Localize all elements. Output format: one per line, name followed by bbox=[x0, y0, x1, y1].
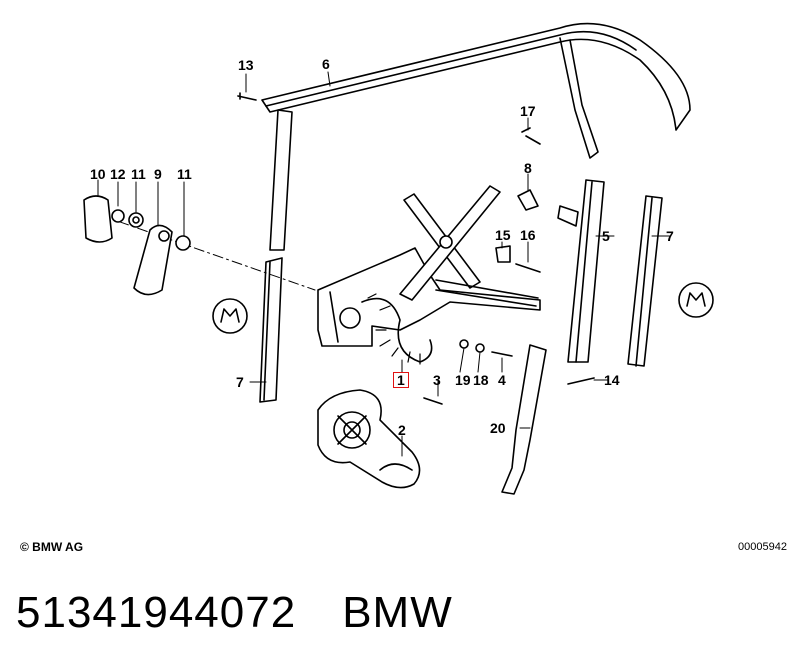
label-2: 2 bbox=[398, 422, 406, 438]
label-17: 17 bbox=[520, 103, 536, 119]
label-6: 6 bbox=[322, 56, 330, 72]
label-8: 8 bbox=[524, 160, 532, 176]
guide-rail-right-5 bbox=[557, 179, 605, 363]
label-14: 14 bbox=[604, 372, 620, 388]
fasteners bbox=[237, 92, 595, 405]
label-20: 20 bbox=[490, 420, 506, 436]
label-7-left: 7 bbox=[236, 374, 244, 390]
window-regulator bbox=[317, 185, 541, 365]
crank-assembly bbox=[83, 195, 191, 296]
label-5: 5 bbox=[602, 228, 610, 244]
parts-diagram bbox=[83, 22, 714, 495]
label-7-right: 7 bbox=[666, 228, 674, 244]
leader-lines bbox=[97, 71, 671, 457]
label-16: 16 bbox=[520, 227, 536, 243]
diagram-id: 00005942 bbox=[738, 541, 787, 553]
label-13: 13 bbox=[238, 57, 254, 73]
bracket bbox=[501, 344, 547, 495]
guide-rail-left bbox=[259, 257, 283, 403]
service-symbol-left-icon bbox=[212, 298, 248, 334]
service-symbol-right-icon bbox=[678, 282, 714, 318]
label-1-highlighted: 1 bbox=[393, 372, 409, 388]
label-11-right: 11 bbox=[177, 166, 192, 182]
copyright-notice: © BMW AG bbox=[20, 540, 84, 554]
alignment-line bbox=[99, 214, 316, 291]
label-11-left: 11 bbox=[131, 166, 146, 182]
label-19: 19 bbox=[455, 372, 471, 388]
label-4: 4 bbox=[498, 372, 506, 388]
label-3: 3 bbox=[433, 372, 441, 388]
label-18: 18 bbox=[473, 372, 489, 388]
label-15: 15 bbox=[495, 227, 511, 243]
label-9: 9 bbox=[154, 166, 162, 182]
part-number-line: 51341944072 BMW bbox=[16, 587, 453, 639]
window-frame-channel bbox=[261, 22, 691, 251]
label-10: 10 bbox=[90, 166, 106, 182]
part-number: 51341944072 bbox=[16, 588, 297, 637]
window-motor bbox=[317, 389, 421, 489]
brand-name: BMW bbox=[342, 588, 453, 637]
guide-rail-right-7 bbox=[627, 195, 663, 367]
label-12: 12 bbox=[110, 166, 126, 182]
